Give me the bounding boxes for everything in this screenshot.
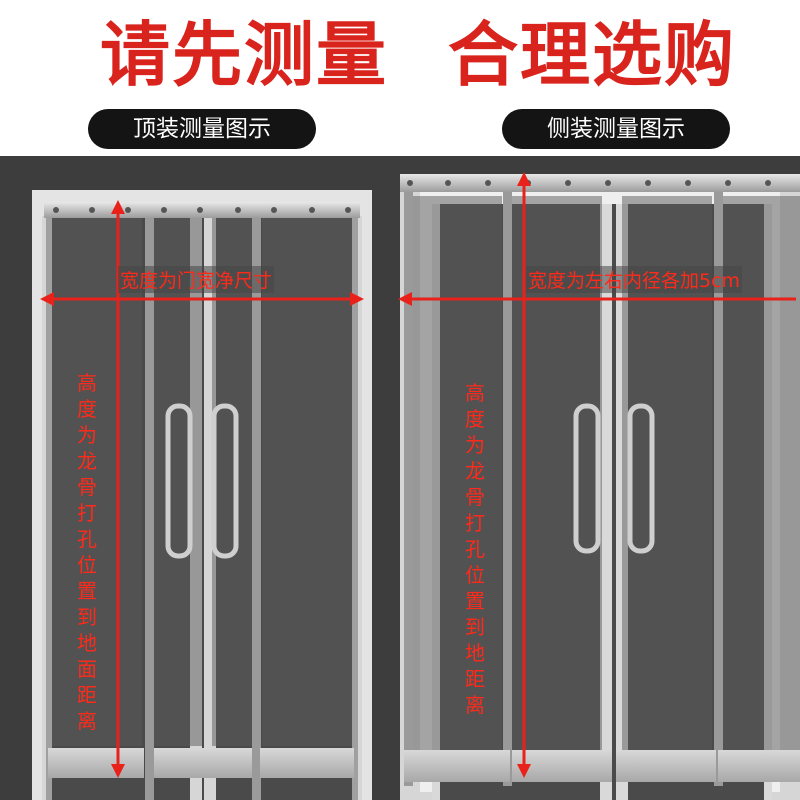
headline-measure-first: 请先测量 — [100, 14, 388, 96]
top-mount-width-note: 宽度为门宽净尺寸 — [118, 266, 275, 293]
badge-top-mount: 顶装测量图示 — [88, 109, 316, 149]
measurement-illustration: 宽度为门宽净尺寸 高度为龙骨打孔位置到地面距离 宽度为左右内径各加5cm 高度为… — [0, 156, 800, 800]
measurement-arrows — [40, 172, 796, 778]
headline: 请先测量 合理选购 — [0, 10, 800, 100]
side-mount-door — [400, 174, 800, 800]
top-mount-height-note: 高度为龙骨打孔位置到地面距离 — [77, 371, 97, 733]
side-mount-width-note: 宽度为左右内径各加5cm — [526, 266, 743, 293]
badge-side-mount: 侧装测量图示 — [502, 109, 730, 149]
side-mount-height-note: 高度为龙骨打孔位置到地距离 — [465, 381, 485, 717]
top-mount-door — [32, 190, 372, 800]
door-illustration — [32, 172, 800, 800]
headline-buy-wisely: 合理选购 — [448, 14, 736, 96]
